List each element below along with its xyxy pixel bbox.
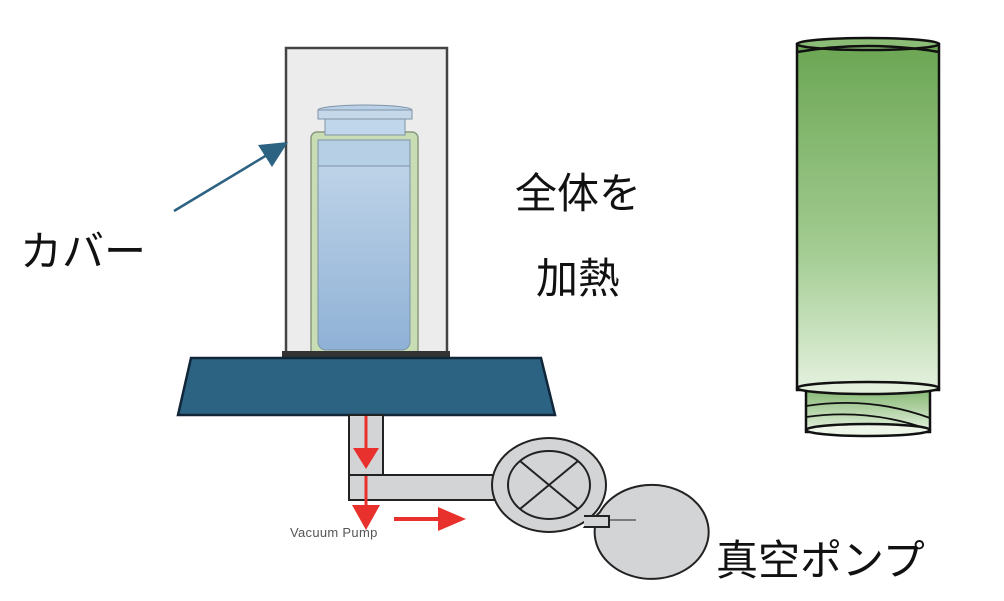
flow-arrow-down-1 [353, 416, 379, 469]
vacuum-pump-caption: Vacuum Pump [290, 525, 378, 540]
flow-arrow-right [394, 507, 466, 531]
cover-pointer-arrow [173, 142, 288, 213]
flow-arrow-down-2 [352, 476, 380, 530]
flow-arrows [352, 416, 466, 531]
vacuum-pump-icon [491, 437, 710, 580]
base-plate [176, 356, 557, 417]
cover-label: カバー [20, 227, 147, 276]
heat-label-line1: 全体を [515, 169, 642, 218]
sample-container [282, 104, 450, 357]
vacuum-pump-jp-label: 真空ポンプ [716, 536, 925, 585]
vacuum-pump-cylinder-icon [795, 36, 941, 438]
heat-label-line2: 加熱 [536, 254, 621, 303]
